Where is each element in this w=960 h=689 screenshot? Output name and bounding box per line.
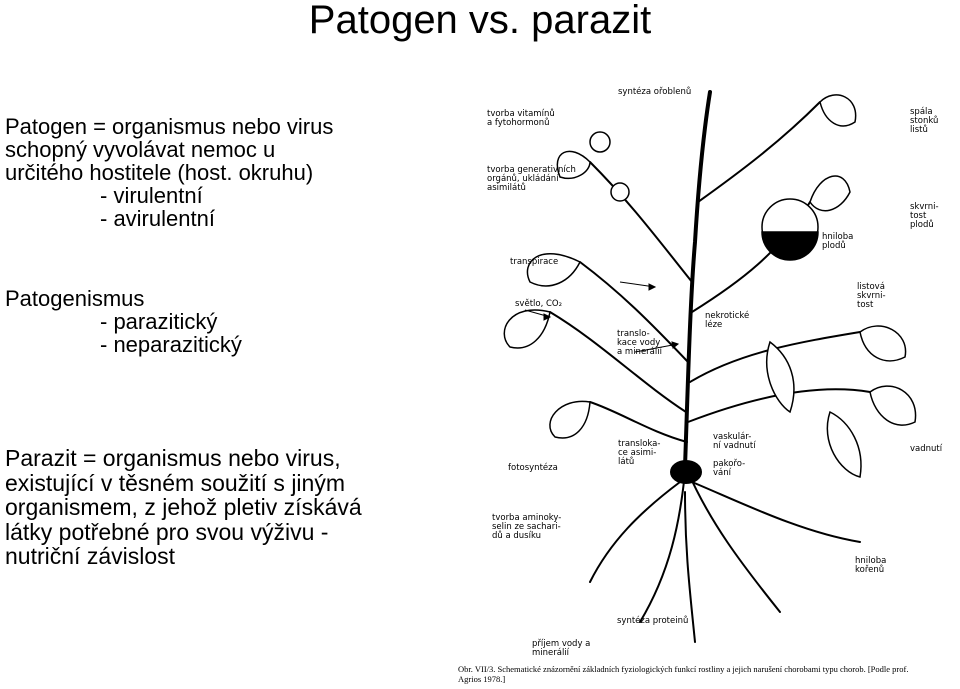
definition-line: schopný vyvolávat nemoc u bbox=[5, 137, 276, 162]
diagram-label: fotosyntéza bbox=[508, 463, 558, 473]
diagram-label: vaskulár- ní vadnutí bbox=[713, 432, 756, 451]
diagram-label: syntéza proteinů bbox=[617, 616, 689, 626]
diagram-label: tvorba generativních orgánů, ukládání as… bbox=[487, 165, 576, 193]
definition-line: organismem, z jehož pletiv získává bbox=[5, 494, 362, 520]
root-crown bbox=[670, 460, 702, 484]
section-heading: Patogenismus bbox=[5, 286, 145, 311]
diagram-label: příjem vody a minerálií bbox=[532, 639, 591, 658]
main-stem bbox=[683, 90, 712, 469]
diagram-label: tvorba aminoky- selin ze sachari- dů a d… bbox=[492, 513, 562, 541]
parasite-definition: Parazit = organismus nebo virus, existuj… bbox=[5, 446, 362, 569]
definition-line: Patogen = organismus nebo virus bbox=[5, 114, 334, 139]
diagram-label: nekrotické léze bbox=[705, 311, 750, 330]
caption-line: Agrios 1978.] bbox=[458, 674, 506, 684]
list-item: - avirulentní bbox=[100, 206, 215, 231]
diagram-label: transloka- ce asimi- látů bbox=[618, 439, 661, 467]
figure-caption: Obr. VII/3. Schematické znázornění zákla… bbox=[458, 664, 908, 684]
pathogen-definition: Patogen = organismus nebo virus schopný … bbox=[5, 115, 333, 230]
diagram-label: skvrni- tost plodů bbox=[910, 202, 939, 230]
diagram-label: vadnutí bbox=[910, 444, 943, 454]
diagram-label: listová skvrni- tost bbox=[857, 282, 886, 310]
fruit bbox=[589, 131, 611, 153]
diagram-label: světlo, CO₂ bbox=[515, 299, 563, 309]
page-title: Patogen vs. parazit bbox=[308, 0, 652, 42]
caption-line: Obr. VII/3. Schematické znázornění zákla… bbox=[458, 664, 909, 674]
list-item: - parazitický bbox=[100, 309, 218, 334]
diagram-label: spála stonků listů bbox=[910, 107, 939, 135]
definition-line: existující v těsném soužití s jiným bbox=[5, 469, 345, 496]
diagram-label: hniloba kořenů bbox=[855, 556, 887, 575]
diagram-label: transpirace bbox=[510, 257, 559, 267]
diagram-label: syntéza ořoblenů bbox=[618, 87, 692, 97]
pathogenism-section: Patogenismus - parazitický - neparazitic… bbox=[5, 287, 242, 356]
diagram-label: tvorba vitamínů a fytohormonů bbox=[487, 109, 555, 128]
diagram-label: translo- kace vody a minerálií bbox=[617, 329, 662, 357]
fruit bbox=[610, 182, 630, 202]
plant-diagram bbox=[503, 90, 917, 643]
diagram-label: hniloba plodů bbox=[822, 232, 854, 251]
definition-line: Parazit = organismus nebo virus, bbox=[5, 445, 341, 471]
definition-line: látky potřebné pro svou výživu - bbox=[5, 518, 329, 545]
list-item: - neparazitický bbox=[100, 332, 242, 357]
definition-line: nutriční závislost bbox=[5, 543, 176, 569]
definition-line: určitého hostitele (host. okruhu) bbox=[5, 160, 314, 185]
diagram-label: pakořo- vání bbox=[713, 459, 746, 478]
list-item: - virulentní bbox=[100, 183, 203, 208]
